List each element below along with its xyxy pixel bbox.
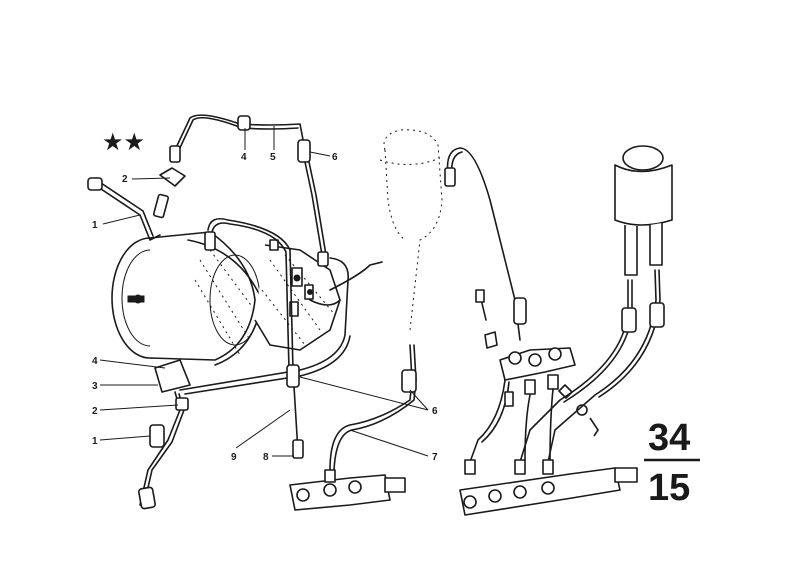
callouts: 1 2 4 5 6 4 3 2 1 9 8 6 7 [92,152,438,463]
master-cylinder-left [289,469,406,511]
callout-8: 8 [263,452,269,463]
callout-2-upper: 2 [122,174,128,185]
reservoir-right [519,145,673,463]
sensor-cable-upper [159,114,329,267]
brake-disc-assembly [111,231,263,366]
callout-1-upper: 1 [92,220,98,231]
brake-line-right [444,147,527,349]
callout-7: 7 [432,452,438,463]
group-number-top: 34 [648,417,690,459]
callout-9: 9 [231,452,237,463]
callout-5-top: 5 [270,152,276,163]
callout-2-lower: 2 [92,406,98,417]
star-marks: ★★ [102,128,145,156]
callout-6-right: 6 [432,406,438,417]
brake-distributor [469,347,599,463]
wear-sensor-lower [138,359,191,510]
callout-6-top: 6 [332,152,338,163]
callout-1-lower: 1 [92,436,98,447]
wear-sensor-upper [87,177,170,241]
brake-lines-center [179,217,383,459]
callout-4-top: 4 [241,152,247,163]
master-cylinder-right [459,459,638,516]
group-number: 34 15 [644,417,700,509]
group-number-bottom: 15 [648,467,690,509]
callout-3-left: 3 [92,381,98,392]
callout-4-left: 4 [92,356,98,367]
leader-lines [99,126,429,457]
caliper-assembly [254,239,341,351]
